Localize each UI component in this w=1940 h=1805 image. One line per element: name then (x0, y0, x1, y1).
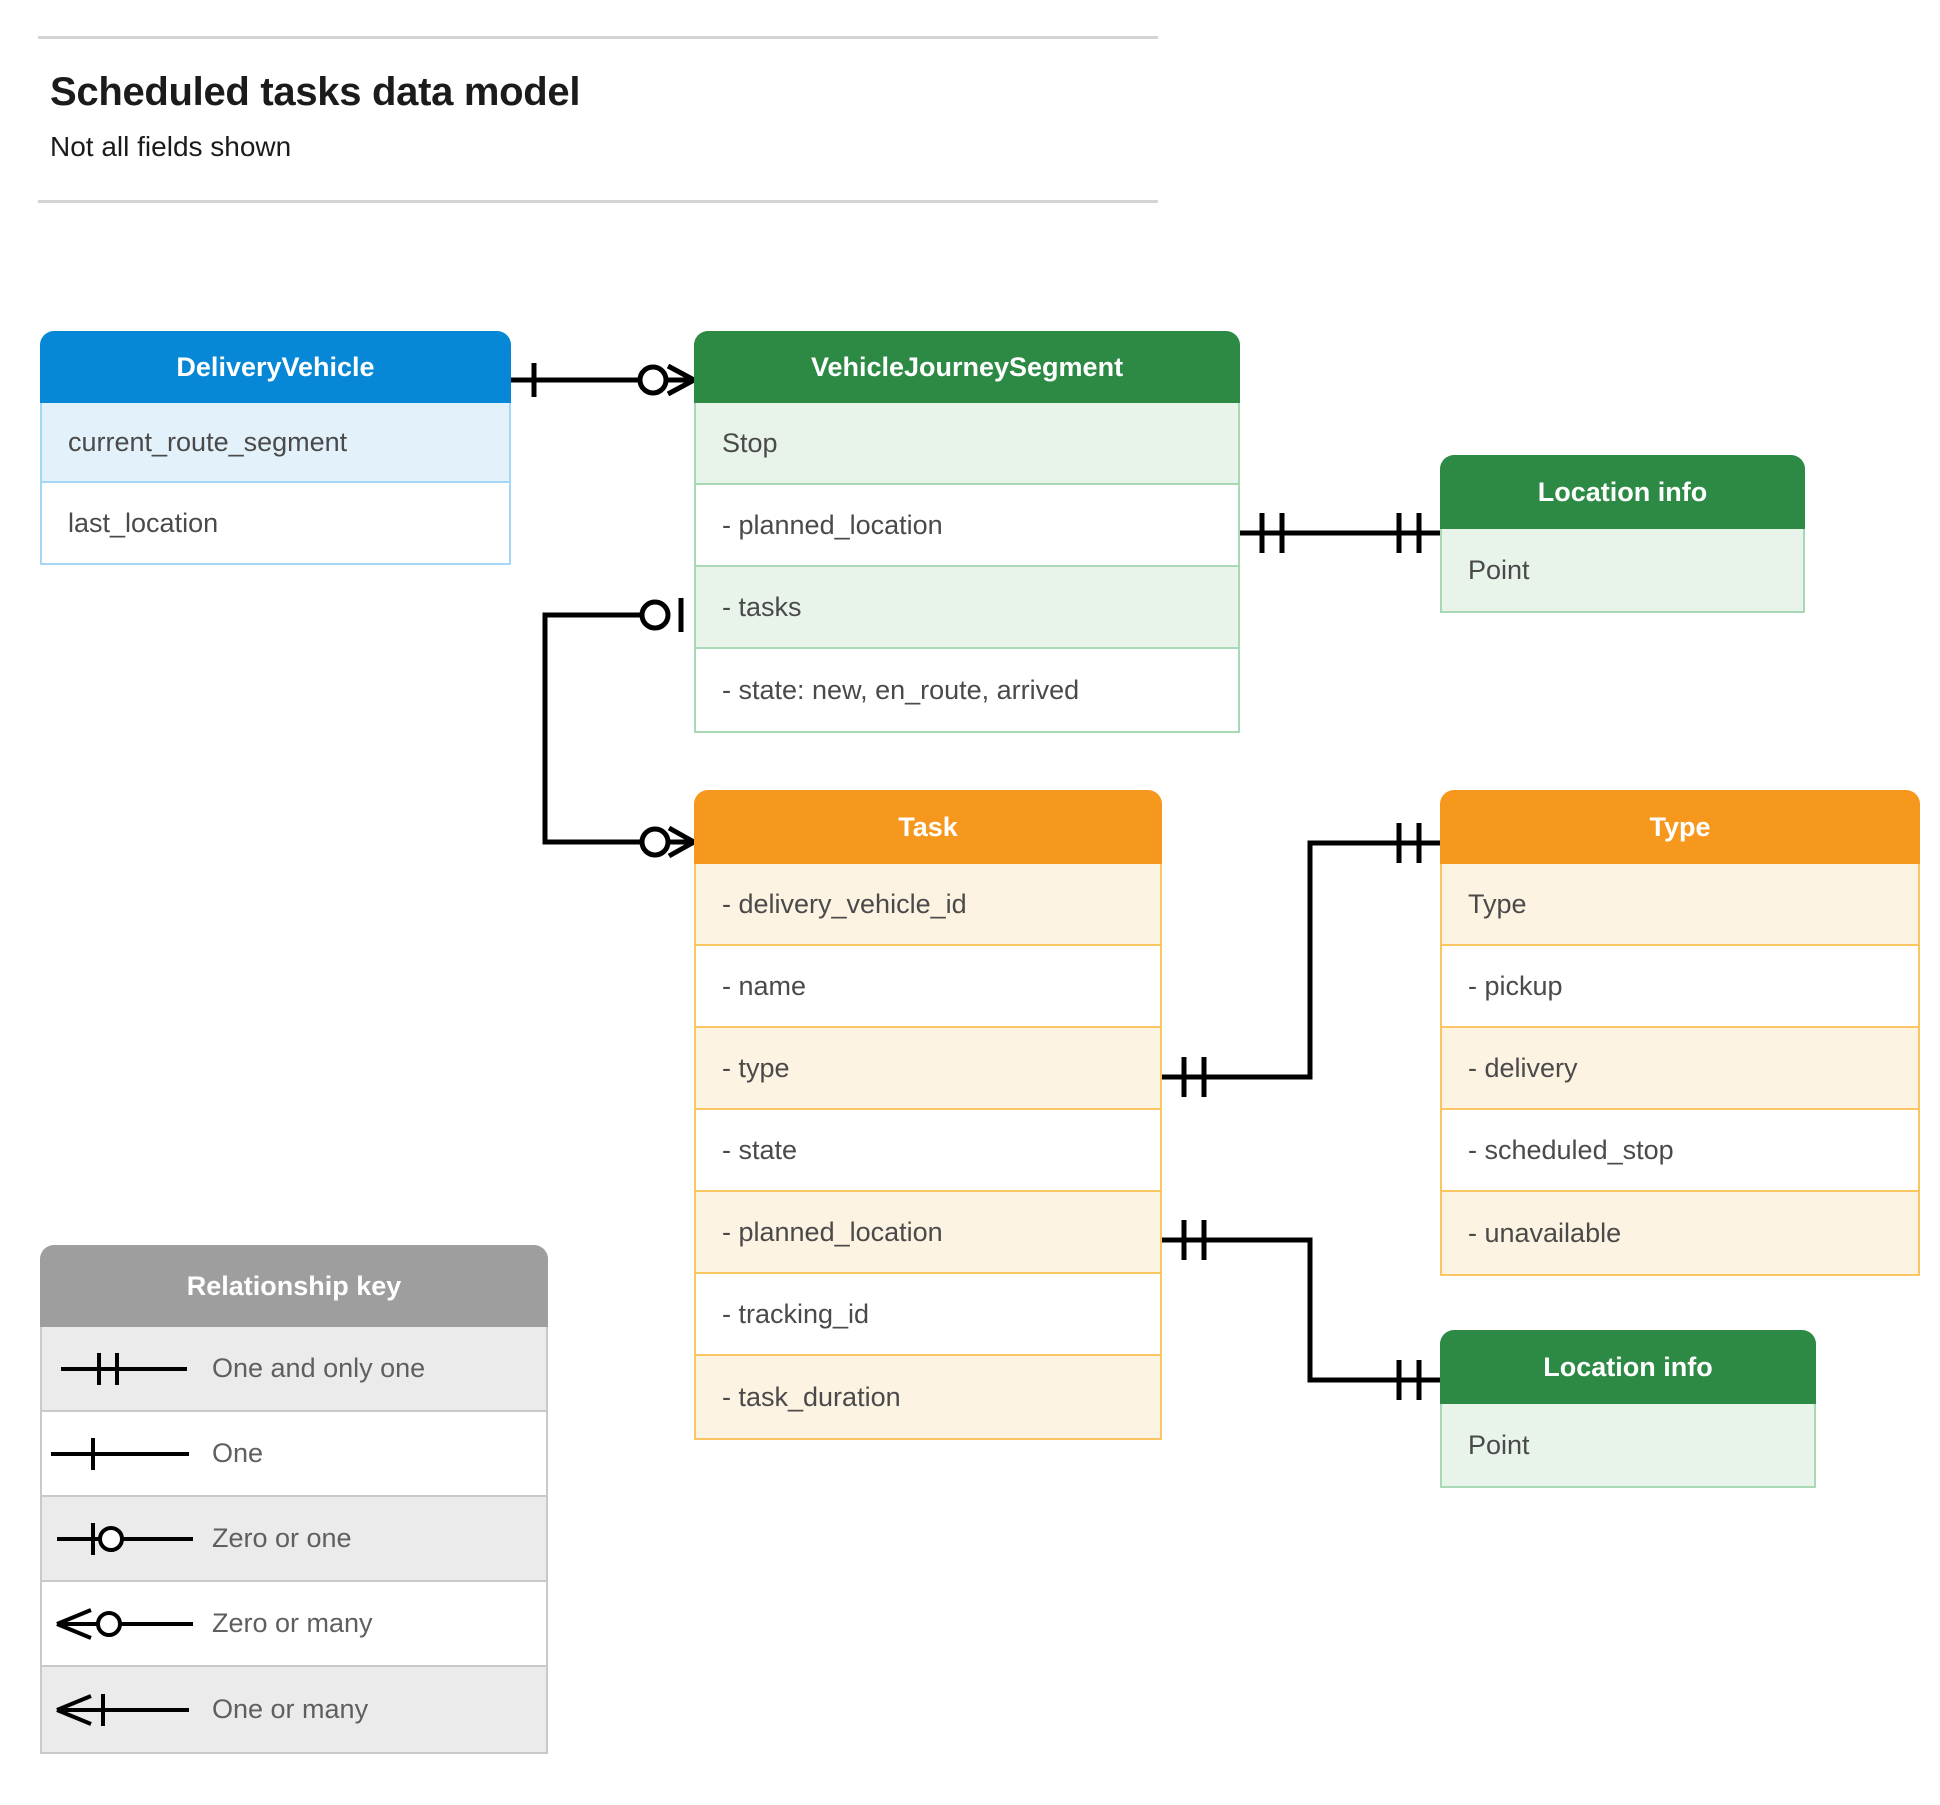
page-title: Scheduled tasks data model (50, 70, 581, 114)
header-divider-bottom (38, 200, 1158, 203)
list-item: One or many (42, 1667, 546, 1752)
field-row: - task_duration (696, 1356, 1160, 1438)
one-icon (42, 1432, 202, 1476)
entity-type[interactable]: Type Type - pickup - delivery - schedule… (1440, 790, 1920, 1276)
field-row: current_route_segment (42, 403, 509, 483)
entity-rows-location-info-bottom: Point (1440, 1404, 1816, 1488)
header-divider-top (38, 36, 1158, 39)
entity-rows-vehicle-journey-segment: Stop - planned_location - tasks - state:… (694, 403, 1240, 733)
field-row: Type (1442, 864, 1918, 946)
legend-item-label: Zero or many (212, 1608, 373, 1638)
field-row: - state (696, 1110, 1160, 1192)
entity-rows-delivery-vehicle: current_route_segment last_location (40, 403, 511, 565)
entity-task[interactable]: Task - delivery_vehicle_id - name - type… (694, 790, 1162, 1440)
field-row: - tasks (696, 567, 1238, 649)
page-subtitle: Not all fields shown (50, 131, 292, 162)
field-row: - tracking_id (696, 1274, 1160, 1356)
entity-rows-type: Type - pickup - delivery - scheduled_sto… (1440, 864, 1920, 1276)
entity-delivery-vehicle[interactable]: DeliveryVehicle current_route_segment la… (40, 331, 511, 565)
one-and-only-one-icon (42, 1347, 202, 1391)
legend-item-label: One and only one (212, 1353, 426, 1383)
field-row: - delivery (1442, 1028, 1918, 1110)
field-row: - unavailable (1442, 1192, 1918, 1274)
marker-crowsfoot-task (667, 825, 696, 859)
entity-location-info-top[interactable]: Location info Point (1440, 455, 1805, 613)
entity-header-type: Type (1440, 790, 1920, 864)
marker-zero-circle-task (639, 826, 671, 858)
legend-title: Relationship key (40, 1245, 548, 1327)
legend-relationship-key: Relationship key One and only one (40, 1245, 548, 1754)
field-row: - planned_location (696, 485, 1238, 567)
wire-vjs-tasks-to-task (542, 612, 646, 845)
entity-rows-task: - delivery_vehicle_id - name - type - st… (694, 864, 1162, 1440)
list-item: Zero or many (42, 1582, 546, 1667)
entity-vehicle-journey-segment[interactable]: VehicleJourneySegment Stop - planned_loc… (694, 331, 1240, 733)
field-row: - name (696, 946, 1160, 1028)
field-row: Stop (696, 403, 1238, 485)
legend-rows: One and only one One (40, 1327, 548, 1754)
entity-rows-location-info-top: Point (1440, 529, 1805, 613)
entity-header-vehicle-journey-segment: VehicleJourneySegment (694, 331, 1240, 403)
wire-task-type-to-type (1162, 840, 1440, 1080)
entity-header-delivery-vehicle: DeliveryVehicle (40, 331, 511, 403)
one-or-many-icon (42, 1688, 202, 1732)
field-row: - type (696, 1028, 1160, 1110)
marker-crowsfoot-vjs (666, 363, 696, 397)
wire-task-plannedlocation-to-locationinfo (1162, 1237, 1440, 1383)
zero-or-one-icon (42, 1517, 202, 1561)
list-item: Zero or one (42, 1497, 546, 1582)
field-row: last_location (42, 483, 509, 563)
entity-header-location-info-top: Location info (1440, 455, 1805, 529)
field-row: - state: new, en_route, arrived (696, 649, 1238, 731)
zero-or-many-icon (42, 1602, 202, 1646)
list-item: One and only one (42, 1327, 546, 1412)
legend-item-label: One or many (212, 1694, 369, 1724)
entity-location-info-bottom[interactable]: Location info Point (1440, 1330, 1816, 1488)
marker-zero-circle-tasks (639, 599, 671, 631)
field-row: Point (1442, 1404, 1814, 1486)
entity-header-location-info-bottom: Location info (1440, 1330, 1816, 1404)
marker-zero-circle-vjs (637, 364, 669, 396)
legend-item-label: One (212, 1438, 264, 1468)
legend-item-label: Zero or one (212, 1523, 352, 1553)
entity-header-task: Task (694, 790, 1162, 864)
field-row: - pickup (1442, 946, 1918, 1028)
list-item: One (42, 1412, 546, 1497)
field-row: - delivery_vehicle_id (696, 864, 1160, 946)
field-row: - scheduled_stop (1442, 1110, 1918, 1192)
field-row: - planned_location (696, 1192, 1160, 1274)
field-row: Point (1442, 529, 1803, 611)
